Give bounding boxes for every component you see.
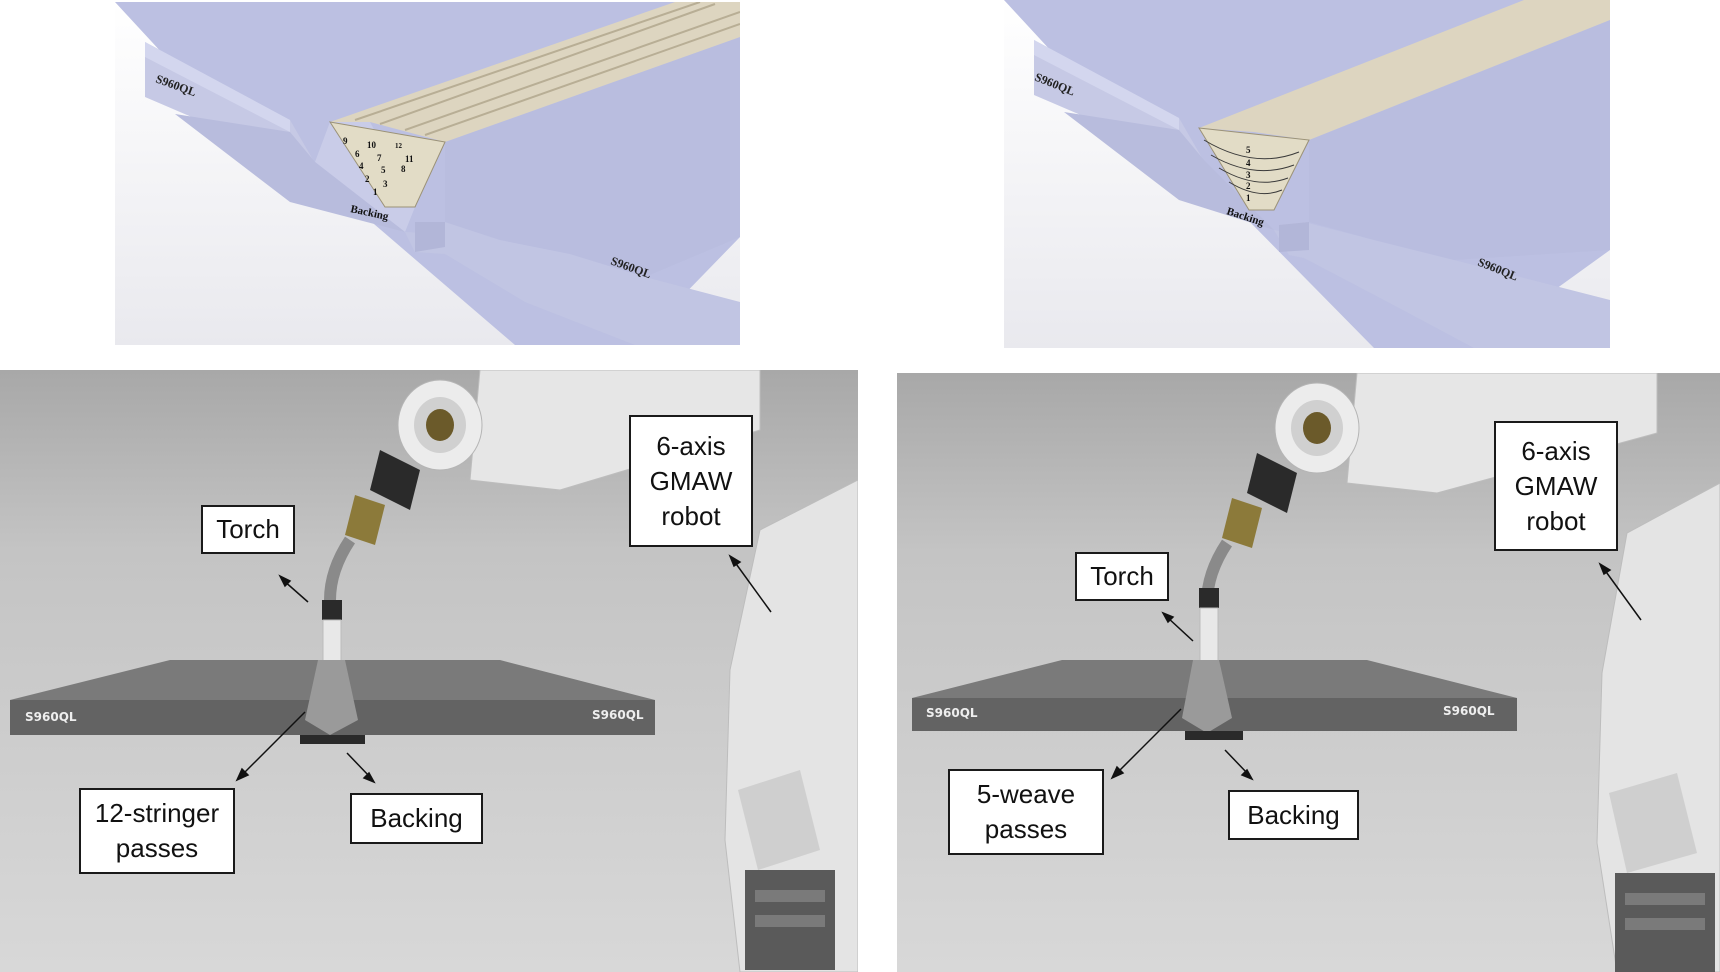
pass-number-9: 9	[343, 136, 348, 146]
pass-number-7: 7	[377, 153, 382, 163]
robot-label: 6-axis GMAW robot	[629, 415, 753, 547]
pass-number-5: 5	[381, 165, 386, 175]
backing-label: Backing	[1228, 790, 1359, 840]
pass-number-1: 1	[373, 187, 378, 197]
pass-number-3: 3	[383, 179, 388, 189]
stringer-robot-sim-panel: S960QL S960QL 6-axis GMAW robot Torch 12…	[0, 370, 858, 972]
pass-number-4: 4	[1246, 158, 1251, 168]
pass-number-8: 8	[401, 164, 406, 174]
backing-bar	[1185, 731, 1243, 740]
pass-number-10: 10	[367, 140, 377, 150]
robot-label: 6-axis GMAW robot	[1494, 421, 1618, 551]
pass-number-11: 11	[405, 154, 414, 164]
pass-number-3: 3	[1246, 170, 1251, 180]
backing-label: Backing	[350, 793, 483, 844]
plate-grade-label: S960QL	[25, 710, 77, 724]
pass-number-1: 1	[1246, 193, 1251, 203]
weave-weld-model-panel: 5 4 3 2 1 Backing S960QL S960QL	[1004, 0, 1610, 348]
pass-number-5: 5	[1246, 145, 1251, 155]
torch-label: Torch	[1075, 552, 1169, 601]
pass-number-12: 12	[395, 142, 403, 150]
passes-label: 12-stringer passes	[79, 788, 235, 874]
torch-label: Torch	[201, 505, 295, 554]
weave-robot-sim-panel: S960QL S960QL 6-axis GMAW robot Torch 5-…	[897, 373, 1720, 972]
stringer-weld-model-panel: 9 10 12 6 7 11 4 5 8 2 3 1 Backing S960Q…	[115, 2, 740, 345]
pass-number-6: 6	[355, 149, 360, 159]
plate-grade-label: S960QL	[926, 706, 978, 720]
pass-number-4: 4	[359, 161, 364, 171]
plate-grade-label: S960QL	[592, 708, 644, 722]
pass-number-2: 2	[1246, 181, 1251, 191]
pass-number-2: 2	[365, 174, 370, 184]
plate-grade-label: S960QL	[1443, 704, 1495, 718]
backing-bar	[300, 735, 365, 744]
passes-label: 5-weave passes	[948, 769, 1104, 855]
